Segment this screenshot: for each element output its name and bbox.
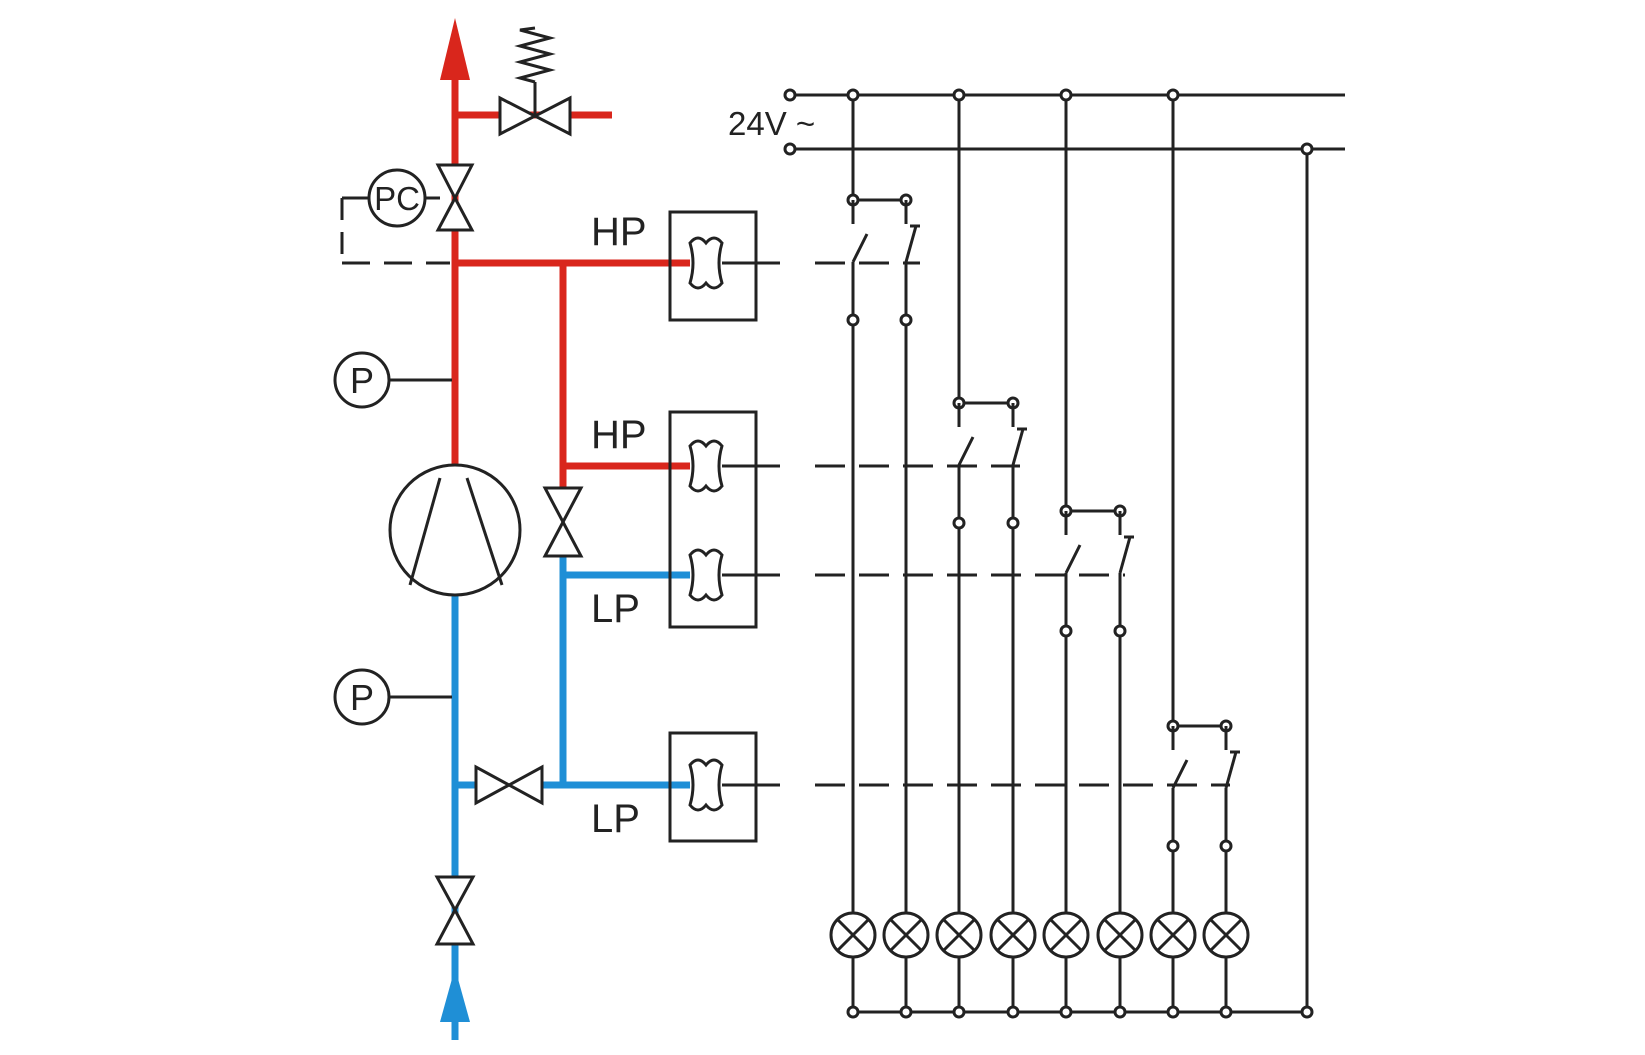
- suction-arrow-icon: [440, 968, 470, 1022]
- lamp-icon: [829, 911, 877, 1019]
- switch-group-2: [952, 88, 1027, 912]
- low-pressure-lines: [451, 555, 690, 1040]
- junction: [1166, 88, 1180, 102]
- lamp-icon: [935, 911, 983, 1019]
- mechanical-linkages: [815, 261, 1230, 787]
- contact-switch-icon: [957, 436, 975, 466]
- lp-label-2: LP: [591, 797, 640, 841]
- hp-label-2: HP: [591, 413, 647, 457]
- pressure-gauge-lp: P: [333, 668, 452, 726]
- terminal: [899, 313, 913, 327]
- pressure-controller: PC: [340, 168, 450, 265]
- terminal: [952, 516, 966, 530]
- junction: [1059, 88, 1073, 102]
- contact-switch-icon: [1064, 544, 1082, 574]
- terminal: [1059, 624, 1073, 638]
- lamp-icon: [1042, 911, 1090, 1019]
- hp-label-1: HP: [591, 210, 647, 254]
- refrigerant-circuit: PC P P: [333, 18, 780, 1040]
- switch-group-4: [1166, 88, 1240, 912]
- lamp-icon: [882, 911, 930, 1019]
- high-pressure-lines: [451, 70, 690, 488]
- pressure-gauge-lp-label: P: [350, 677, 374, 718]
- junction: [1300, 1005, 1314, 1019]
- suction-valve-icon: [434, 875, 476, 946]
- lamp-icon: [1149, 911, 1197, 1019]
- riser-valve-icon: [542, 486, 584, 558]
- terminal: [1166, 839, 1180, 853]
- bypass-valve-icon: [474, 764, 544, 806]
- junction: [952, 88, 966, 102]
- junction: [846, 88, 860, 102]
- contact-switch-icon: [904, 225, 918, 263]
- pressure-switch-box-3: [668, 731, 780, 843]
- terminal: [1219, 839, 1233, 853]
- lamp-icon: [1096, 911, 1144, 1019]
- supply-voltage-label: 24V ~: [728, 105, 815, 142]
- contact-switch-icon: [1171, 759, 1189, 789]
- lp-label-1: LP: [591, 587, 640, 631]
- lamp-icon: [1202, 911, 1250, 1019]
- switch-group-1: [846, 88, 920, 912]
- pressure-switch-box-1: [668, 210, 780, 322]
- switch-groups: [846, 88, 1240, 912]
- pressure-gauge-hp: P: [333, 351, 452, 409]
- pressure-gauge-hp-label: P: [350, 360, 374, 401]
- terminal: [846, 313, 860, 327]
- contact-switch-icon: [1224, 751, 1238, 789]
- pressure-switch-box-2: [668, 410, 780, 629]
- switch-group-3: [1059, 88, 1134, 912]
- contact-switch-icon: [1011, 428, 1025, 466]
- safety-valve-icon: [498, 26, 572, 137]
- discharge-valve-icon: [435, 163, 475, 232]
- contact-switch-icon: [1118, 536, 1132, 574]
- contact-switch-icon: [851, 233, 869, 263]
- lamp-icon: [989, 911, 1037, 1019]
- compressor-icon: [388, 463, 522, 597]
- electrical-circuit: 24V ~: [728, 88, 1345, 1019]
- lamp-row: [829, 911, 1314, 1019]
- pc-label: PC: [374, 180, 420, 217]
- discharge-arrow-icon: [440, 18, 470, 80]
- terminal: [1006, 516, 1020, 530]
- terminal: [1113, 624, 1127, 638]
